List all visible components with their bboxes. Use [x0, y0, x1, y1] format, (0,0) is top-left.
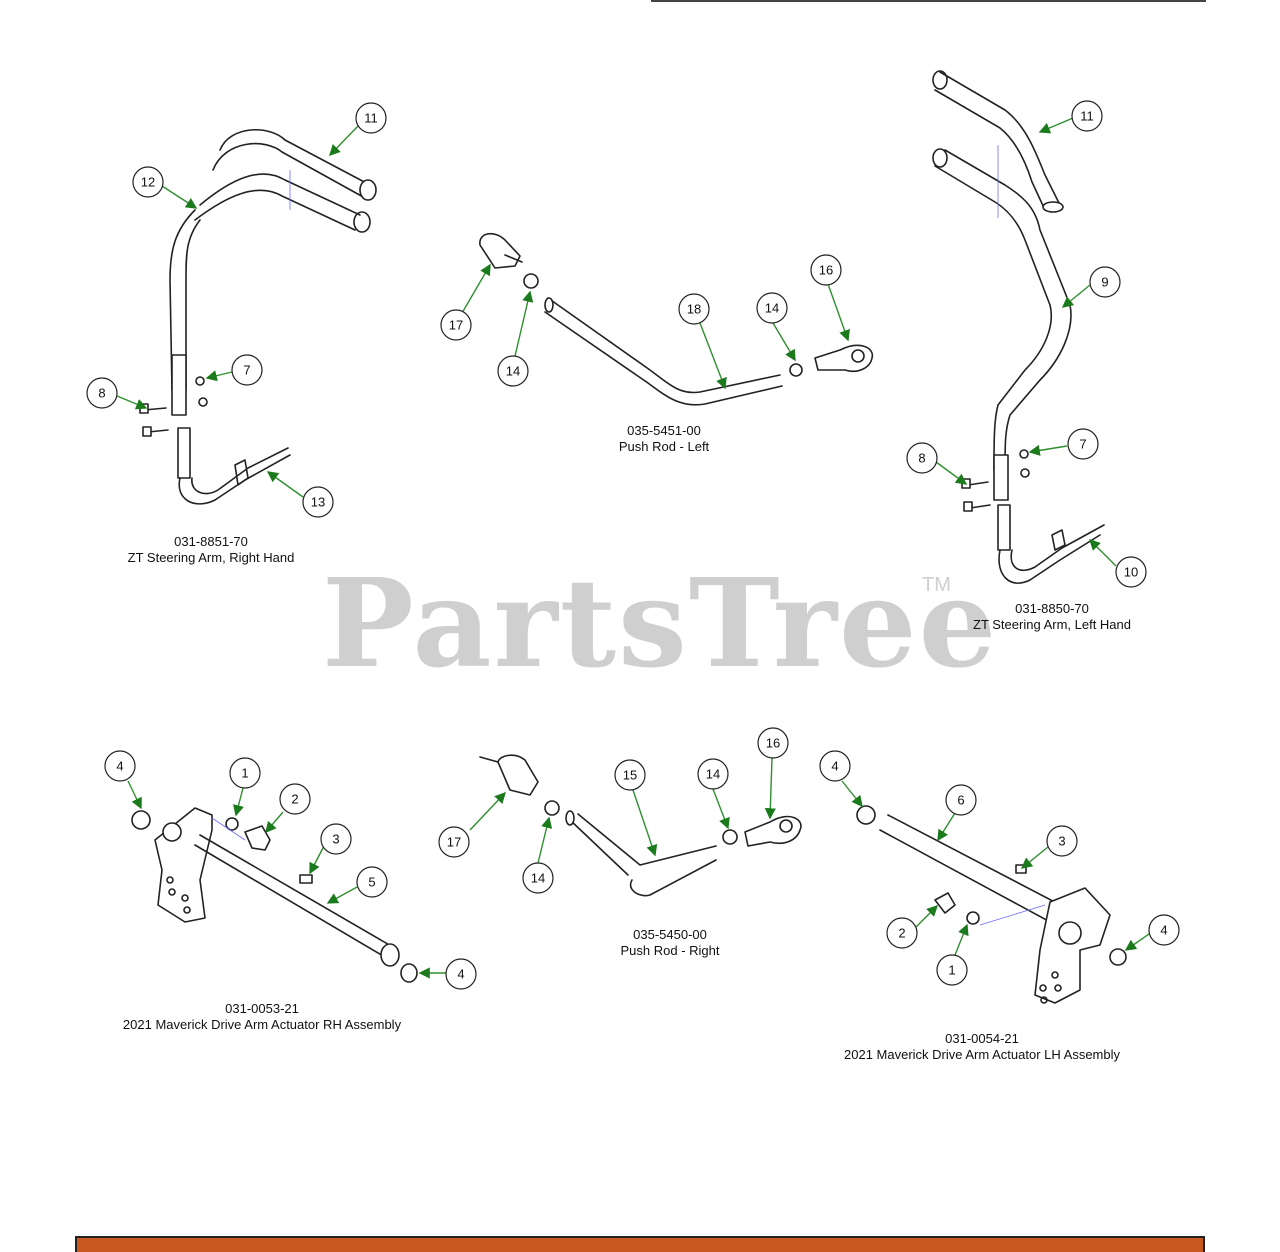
part-description: ZT Steering Arm, Left Hand	[973, 617, 1131, 632]
push-rod-left-drawing	[479, 232, 874, 406]
svg-text:9: 9	[1101, 275, 1108, 290]
callout-11: 11	[1071, 100, 1103, 132]
part-number: 031-8851-70	[174, 534, 248, 549]
svg-text:3: 3	[1058, 834, 1065, 849]
watermark-logo: PartsTree	[322, 551, 999, 695]
svg-text:8: 8	[918, 451, 925, 466]
caption-actuator-rh: 031-0053-21 2021 Maverick Drive Arm Actu…	[123, 1001, 401, 1033]
svg-text:14: 14	[765, 301, 779, 316]
svg-text:1: 1	[241, 766, 248, 781]
push-rod-right-drawing	[479, 754, 802, 897]
callout-14: 14	[697, 758, 729, 790]
svg-text:3: 3	[332, 832, 339, 847]
watermark-trademark: TM	[922, 574, 951, 596]
svg-text:7: 7	[1079, 437, 1086, 452]
callout-16: 16	[810, 254, 842, 286]
svg-text:4: 4	[1160, 923, 1167, 938]
top-rule	[651, 0, 1206, 2]
svg-text:4: 4	[831, 759, 838, 774]
callout-2: 2	[886, 917, 918, 949]
svg-text:10: 10	[1124, 565, 1138, 580]
callout-7: 7	[1067, 428, 1099, 460]
svg-text:8: 8	[98, 386, 105, 401]
caption-push-rod-right: 035-5450-00 Push Rod - Right	[621, 927, 720, 959]
part-description: 2021 Maverick Drive Arm Actuator LH Asse…	[844, 1047, 1120, 1062]
svg-text:17: 17	[449, 318, 463, 333]
svg-text:13: 13	[311, 495, 325, 510]
svg-text:15: 15	[623, 768, 637, 783]
caption-steering-arm-right: 031-8851-70 ZT Steering Arm, Right Hand	[128, 534, 295, 566]
actuator-lh-drawing	[856, 805, 1127, 1004]
callout-8: 8	[86, 377, 118, 409]
part-number: 031-0053-21	[225, 1001, 299, 1016]
svg-text:2: 2	[898, 926, 905, 941]
caption-push-rod-left: 035-5451-00 Push Rod - Left	[619, 423, 709, 455]
callout-3: 3	[1046, 825, 1078, 857]
callout-4: 4	[819, 750, 851, 782]
callout-1: 1	[229, 757, 261, 789]
svg-text:11: 11	[364, 111, 378, 126]
part-number: 035-5451-00	[627, 423, 701, 438]
callout-17: 17	[440, 309, 472, 341]
svg-text:11: 11	[1080, 109, 1094, 124]
callout-2: 2	[279, 783, 311, 815]
callout-4: 4	[1148, 914, 1180, 946]
svg-text:14: 14	[706, 767, 720, 782]
svg-text:14: 14	[506, 364, 520, 379]
callout-12: 12	[132, 166, 164, 198]
callout-18: 18	[678, 293, 710, 325]
callout-1: 1	[936, 954, 968, 986]
callout-4: 4	[104, 750, 136, 782]
svg-text:14: 14	[531, 871, 545, 886]
callout-6: 6	[945, 784, 977, 816]
callout-9: 9	[1089, 266, 1121, 298]
part-number: 031-8850-70	[1015, 601, 1089, 616]
callout-13: 13	[302, 486, 334, 518]
part-description: 2021 Maverick Drive Arm Actuator RH Asse…	[122, 1017, 402, 1032]
svg-text:2: 2	[291, 792, 298, 807]
svg-text:4: 4	[457, 967, 464, 982]
svg-text:16: 16	[819, 263, 833, 278]
svg-text:7: 7	[243, 363, 250, 378]
callout-8: 8	[906, 442, 938, 474]
steering-arm-right-drawing	[139, 129, 377, 505]
svg-text:6: 6	[957, 793, 964, 808]
callout-7: 7	[231, 354, 263, 386]
part-description: Push Rod - Left	[618, 439, 710, 454]
callout-10: 10	[1115, 556, 1147, 588]
svg-text:17: 17	[447, 835, 461, 850]
callout-16: 16	[757, 727, 789, 759]
callout-14: 14	[522, 862, 554, 894]
part-description: Push Rod - Right	[620, 943, 720, 958]
footer-bar	[75, 1236, 1205, 1252]
callout-17: 17	[438, 826, 470, 858]
callout-5: 5	[356, 866, 388, 898]
svg-text:12: 12	[141, 175, 155, 190]
part-description: ZT Steering Arm, Right Hand	[127, 550, 295, 565]
callout-3: 3	[320, 823, 352, 855]
svg-text:1: 1	[948, 963, 955, 978]
actuator-rh-drawing	[131, 807, 418, 983]
callout-11: 11	[355, 102, 387, 134]
part-number: 031-0054-21	[945, 1031, 1019, 1046]
part-number: 035-5450-00	[633, 927, 707, 942]
svg-text:16: 16	[766, 736, 780, 751]
svg-text:4: 4	[116, 759, 123, 774]
callout-14: 14	[497, 355, 529, 387]
svg-text:5: 5	[368, 875, 375, 890]
steering-arm-left-drawing	[932, 70, 1105, 584]
callout-4: 4	[445, 958, 477, 990]
callout-15: 15	[614, 759, 646, 791]
caption-actuator-lh: 031-0054-21 2021 Maverick Drive Arm Actu…	[844, 1031, 1120, 1063]
svg-text:18: 18	[687, 302, 701, 317]
caption-steering-arm-left: 031-8850-70 ZT Steering Arm, Left Hand	[973, 601, 1131, 633]
callout-14: 14	[756, 292, 788, 324]
